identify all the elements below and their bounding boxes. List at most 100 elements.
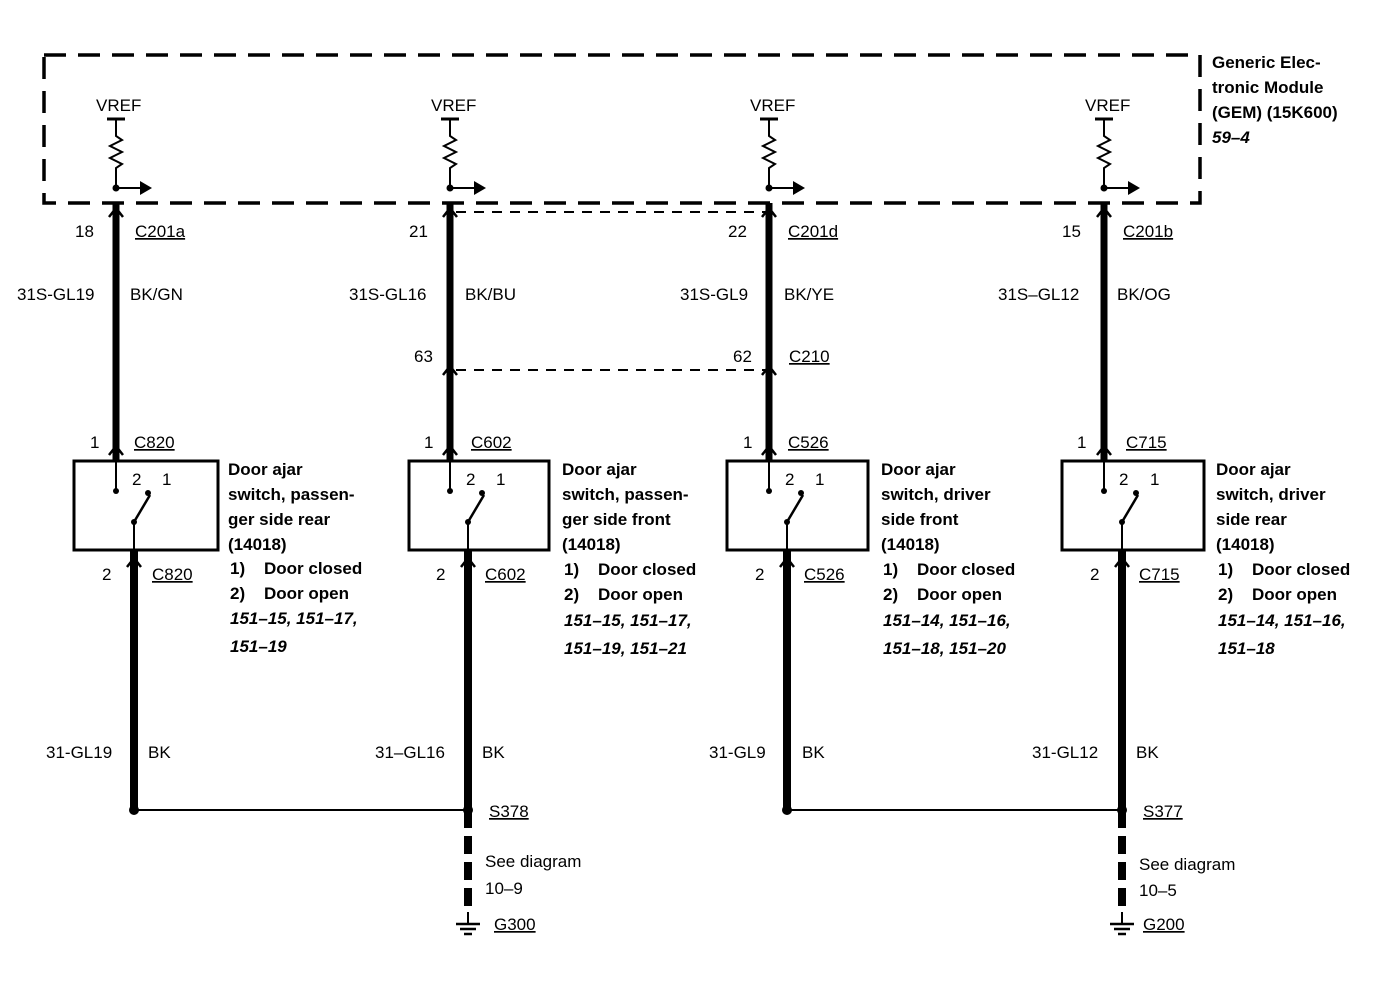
- state-text-2: Door open: [917, 585, 1002, 604]
- switch-label-4: (14018): [228, 535, 287, 554]
- sense-arrow: [140, 181, 152, 195]
- switch-housing: [72, 459, 220, 552]
- connector-symbol: [442, 443, 458, 456]
- splice-id: S378: [489, 802, 529, 821]
- switch-connector-bot: C526: [804, 565, 845, 584]
- gem-title-line-1: Generic Elec-: [1212, 53, 1321, 72]
- gem-pin: 18: [75, 222, 94, 241]
- switch-label-3: side front: [881, 510, 959, 529]
- pullup-resistor: [107, 119, 125, 188]
- switch-pin-top: 1: [424, 433, 433, 452]
- ground-id: G300: [494, 915, 536, 934]
- gem-module-boundary: [42, 53, 1202, 205]
- contact-dot: [1101, 488, 1107, 494]
- contact-dot: [798, 490, 804, 496]
- ground-wire-code: 31-GL19: [46, 743, 112, 762]
- switch-label-3: ger side front: [562, 510, 671, 529]
- switch-housing: [407, 459, 551, 552]
- switch-connector-top: C526: [788, 433, 829, 452]
- ground-wire-color: BK: [802, 743, 825, 762]
- pullup-resistor: [1095, 119, 1113, 188]
- wire-code: 31S–GL12: [998, 285, 1079, 304]
- inline-pin: 62: [733, 347, 752, 366]
- switch-pin-top: 1: [743, 433, 752, 452]
- contact-dot: [447, 488, 453, 494]
- state-num-1: 1): [564, 560, 579, 579]
- switch-label-1: Door ajar: [881, 460, 956, 479]
- connector-symbol: [1096, 443, 1112, 456]
- switch-housing: [1060, 459, 1206, 552]
- ground-wire-code: 31-GL12: [1032, 743, 1098, 762]
- switch-blade: [785, 494, 805, 523]
- state-text-1: Door closed: [917, 560, 1015, 579]
- circuit-driver-rear: VREF 15 C201b 31S–GL12 BK/OG 1 C715 2 1 …: [998, 96, 1350, 810]
- switch-pos-1: 1: [1150, 470, 1159, 489]
- page-refs-2: 151–18, 151–20: [883, 639, 1006, 658]
- connector-symbol: [761, 363, 777, 376]
- state-num-1: 1): [1218, 560, 1233, 579]
- ground-wire-color: BK: [1136, 743, 1159, 762]
- connector-symbol: [761, 443, 777, 456]
- ground-id: G200: [1143, 915, 1185, 934]
- switch-housing: [725, 459, 870, 552]
- switch-label-2: switch, driver: [1216, 485, 1326, 504]
- wire-color: BK/BU: [465, 285, 516, 304]
- wire-code: 31S-GL19: [17, 285, 95, 304]
- gem-pin: 22: [728, 222, 747, 241]
- gem-page-ref: 59–4: [1212, 128, 1250, 147]
- switch-connector-top: C820: [134, 433, 175, 452]
- switch-connector-bot: C602: [485, 565, 526, 584]
- switch-connector-bot: C715: [1139, 565, 1180, 584]
- switch-pos-2: 2: [1119, 470, 1128, 489]
- vref-label: VREF: [431, 96, 476, 115]
- wire-color: BK/YE: [784, 285, 834, 304]
- state-text-2: Door open: [598, 585, 683, 604]
- vref-label: VREF: [96, 96, 141, 115]
- gem-pin: 21: [409, 222, 428, 241]
- connector-symbol: [442, 205, 458, 218]
- contact-dot: [766, 488, 772, 494]
- state-num-1: 1): [230, 559, 245, 578]
- connector-symbol: [761, 205, 777, 218]
- switch-label-1: Door ajar: [1216, 460, 1291, 479]
- vref-label: VREF: [1085, 96, 1130, 115]
- switch-label-4: (14018): [562, 535, 621, 554]
- switch-label-1: Door ajar: [562, 460, 637, 479]
- state-num-2: 2): [883, 585, 898, 604]
- switch-pos-2: 2: [466, 470, 475, 489]
- state-text-2: Door open: [1252, 585, 1337, 604]
- contact-dot: [479, 490, 485, 496]
- circuit-passenger-front: VREF 21 31S-GL16 BK/BU 63 1 C602 2 1 Doo…: [349, 96, 696, 810]
- vref-label: VREF: [750, 96, 795, 115]
- pullup-resistor: [441, 119, 459, 188]
- switch-label-4: (14018): [881, 535, 940, 554]
- circuit-passenger-rear: VREF 18 C201a 31S-GL19 BK/GN 1 C820 2 1 …: [17, 96, 362, 815]
- switch-pin-bot: 2: [102, 565, 111, 584]
- sense-arrow: [474, 181, 486, 195]
- switch-pin-bot: 2: [755, 565, 764, 584]
- switch-blade: [1120, 494, 1140, 523]
- sense-arrow: [793, 181, 805, 195]
- connector-symbol: [108, 205, 124, 218]
- switch-connector-top: C602: [471, 433, 512, 452]
- state-text-1: Door closed: [264, 559, 362, 578]
- page-refs-1: 151–15, 151–17,: [230, 609, 358, 628]
- switch-label-3: side rear: [1216, 510, 1287, 529]
- switch-pin-top: 1: [1077, 433, 1086, 452]
- switch-connector-bot: C820: [152, 565, 193, 584]
- page-refs-1: 151–15, 151–17,: [564, 611, 692, 630]
- state-text-2: Door open: [264, 584, 349, 603]
- splice-id: S377: [1143, 802, 1183, 821]
- wire-color: BK/OG: [1117, 285, 1171, 304]
- switch-label-2: switch, passen-: [228, 485, 355, 504]
- contact-dot: [113, 488, 119, 494]
- state-text-1: Door closed: [598, 560, 696, 579]
- connector-symbol: [108, 443, 124, 456]
- switch-pos-1: 1: [815, 470, 824, 489]
- ground-wire-code: 31–GL16: [375, 743, 445, 762]
- ground-wire-code: 31-GL9: [709, 743, 766, 762]
- gem-title-line-3: (GEM) (15K600): [1212, 103, 1338, 122]
- page-refs-1: 151–14, 151–16,: [883, 611, 1011, 630]
- switch-pin-bot: 2: [436, 565, 445, 584]
